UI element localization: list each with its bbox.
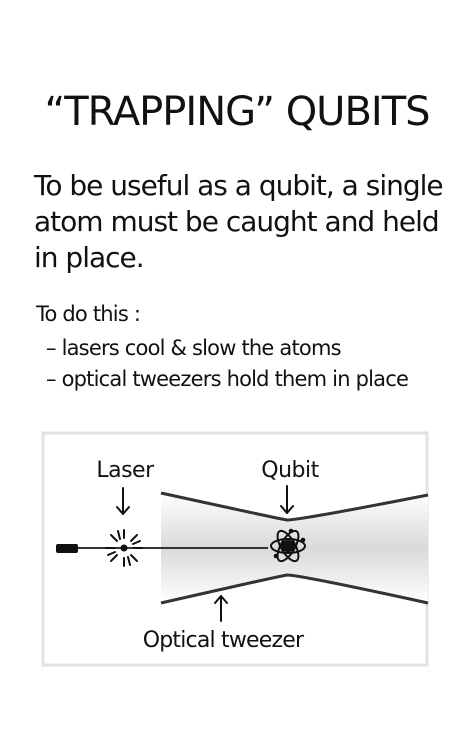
laser-burst-icon	[105, 529, 143, 567]
laser-label: Laser	[96, 458, 155, 483]
tweezer-arrow	[214, 595, 228, 622]
step-item: optical tweezers hold them in place	[46, 364, 409, 395]
tweezer-label: Optical tweezer	[143, 628, 305, 653]
qubit-arrow	[280, 485, 294, 514]
laser-source-icon	[56, 544, 78, 553]
step-item: lasers cool & slow the atoms	[46, 333, 408, 364]
how-heading: To do this :	[36, 302, 141, 326]
atom-icon	[270, 528, 306, 563]
steps-list: lasers cool & slow the atoms optical twe…	[46, 333, 409, 395]
tweezer-beam-upper-edge	[160, 491, 429, 522]
qubit-label: Qubit	[261, 458, 319, 483]
page-title: “TRAPPING” QUBITS	[44, 89, 430, 135]
intro-text: To be useful as a qubit, a single atom m…	[34, 169, 444, 274]
tweezer-beam-lower-edge	[160, 573, 429, 605]
laser-arrow	[116, 487, 130, 515]
